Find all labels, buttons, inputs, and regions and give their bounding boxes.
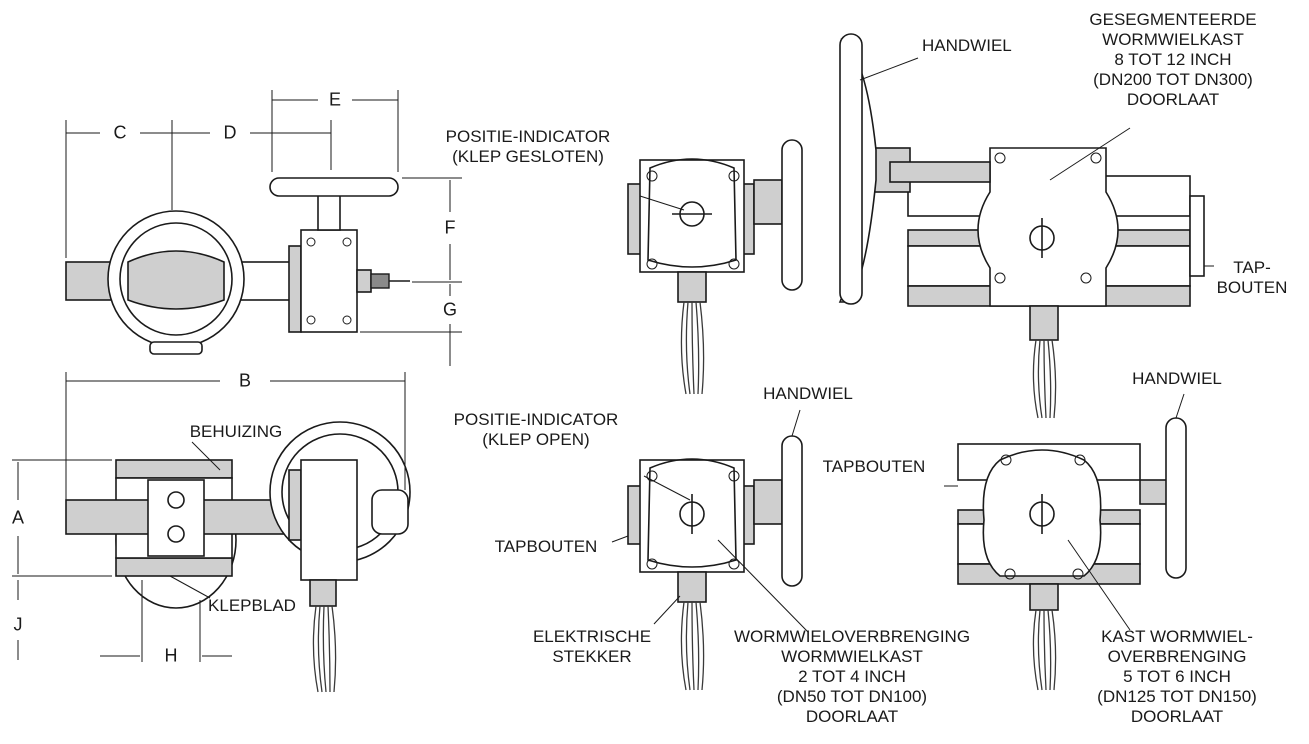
label-electrical-connector: ELEKTRISCHE STEKKER bbox=[532, 627, 652, 666]
wire-bundle-left bbox=[312, 605, 337, 693]
wire-bundle-top-middle bbox=[680, 301, 705, 395]
dimension-h: H bbox=[161, 645, 181, 667]
valve-top-view bbox=[65, 421, 411, 609]
wire-bundle-bottom-middle bbox=[680, 601, 705, 691]
valve-front-view bbox=[65, 177, 410, 355]
label-tap-bolts-left: TAPBOUTEN bbox=[494, 537, 598, 556]
label-worm-gear-5-6: KAST WORMWIEL- OVERBRENGING 5 TOT 6 INCH… bbox=[1097, 627, 1257, 726]
dimension-g: G bbox=[439, 299, 461, 321]
label-handwheel-right: HANDWIEL bbox=[1132, 369, 1222, 388]
label-segmented-gearbox: GESEGMENTEERDE WORMWIELKAST 8 TOT 12 INC… bbox=[1089, 10, 1257, 109]
dimension-lines-bottom bbox=[12, 372, 406, 662]
wire-bundle-bottom-right bbox=[1032, 609, 1057, 691]
dimension-c: C bbox=[110, 122, 130, 144]
label-position-indicator-open: POSITIE-INDICATOR (KLEP OPEN) bbox=[453, 410, 619, 449]
label-handwheel-middle: HANDWIEL bbox=[763, 384, 853, 403]
label-housing: BEHUIZING bbox=[189, 422, 283, 441]
label-handwheel-top: HANDWIEL bbox=[922, 36, 1012, 55]
gearbox-medium bbox=[944, 393, 1187, 631]
label-valve-disc: KLEPBLAD bbox=[208, 596, 296, 615]
label-tap-bolts-top: TAP- BOUTEN bbox=[1216, 258, 1288, 297]
dimension-e: E bbox=[325, 89, 345, 111]
label-worm-gear-2-4: WORMWIELOVERBRENGING WORMWIELKAST 2 TOT … bbox=[733, 627, 971, 726]
gearbox-segmented bbox=[838, 33, 1205, 341]
dimension-lines-top bbox=[65, 90, 462, 366]
label-position-indicator-closed: POSITIE-INDICATOR (KLEP GESLOTEN) bbox=[445, 127, 611, 166]
dimension-f: F bbox=[441, 217, 459, 239]
dimension-d: D bbox=[220, 122, 240, 144]
gearbox-closed bbox=[627, 139, 803, 303]
dimension-a: A bbox=[8, 507, 28, 529]
label-tap-bolts-right: TAPBOUTEN bbox=[822, 457, 926, 476]
dimension-j: J bbox=[10, 614, 26, 636]
leaders-top-right bbox=[859, 57, 1214, 267]
gearbox-open bbox=[611, 409, 809, 633]
dimension-b: B bbox=[235, 370, 255, 392]
wire-bundle-top-right bbox=[1032, 339, 1057, 419]
